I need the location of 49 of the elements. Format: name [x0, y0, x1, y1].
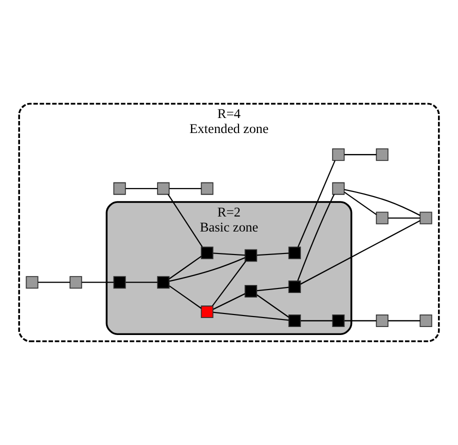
- connector: [256, 252, 289, 256]
- connector: [169, 188, 202, 190]
- node-box: [376, 212, 388, 224]
- connector: [212, 293, 246, 310]
- connector: [168, 194, 203, 248]
- connector: [344, 192, 377, 216]
- connector: [169, 256, 202, 280]
- connector: [300, 320, 333, 322]
- cluster: R=2 Basic zone: [106, 201, 352, 336]
- node-box: [157, 276, 170, 289]
- connector: [256, 286, 289, 292]
- node-box: [332, 314, 345, 327]
- connector: [213, 252, 246, 256]
- connector: [38, 282, 70, 283]
- connector: [169, 257, 246, 282]
- node-box: [113, 182, 126, 195]
- node-box: [200, 246, 214, 260]
- node-box: [376, 314, 388, 327]
- connector: [126, 188, 158, 190]
- connector: [82, 282, 114, 283]
- node-box: [376, 148, 388, 161]
- connector: [256, 294, 290, 318]
- node-box: [420, 314, 432, 327]
- node-box: [332, 148, 345, 161]
- node-box: [288, 280, 301, 294]
- connector: [126, 282, 158, 283]
- node-box: [200, 306, 214, 318]
- node-box: [157, 182, 170, 195]
- node-box: [244, 249, 258, 262]
- connector: [297, 194, 335, 281]
- connector: [344, 188, 420, 216]
- node-box: [288, 314, 301, 327]
- connector: [344, 320, 376, 322]
- node-box: [244, 285, 258, 298]
- connector: [213, 312, 289, 321]
- node-box: [200, 182, 214, 195]
- node-box: [113, 276, 126, 289]
- connector: [388, 320, 420, 322]
- connector: [300, 220, 420, 285]
- connector: [298, 160, 336, 248]
- node-box: [332, 182, 345, 195]
- connector: [388, 217, 420, 219]
- connector: [344, 154, 376, 156]
- node-box: [70, 276, 82, 289]
- node-box: [420, 212, 432, 224]
- node-box: [288, 246, 301, 260]
- node-box: [26, 276, 38, 289]
- connector: [169, 285, 202, 309]
- connector: [212, 261, 246, 306]
